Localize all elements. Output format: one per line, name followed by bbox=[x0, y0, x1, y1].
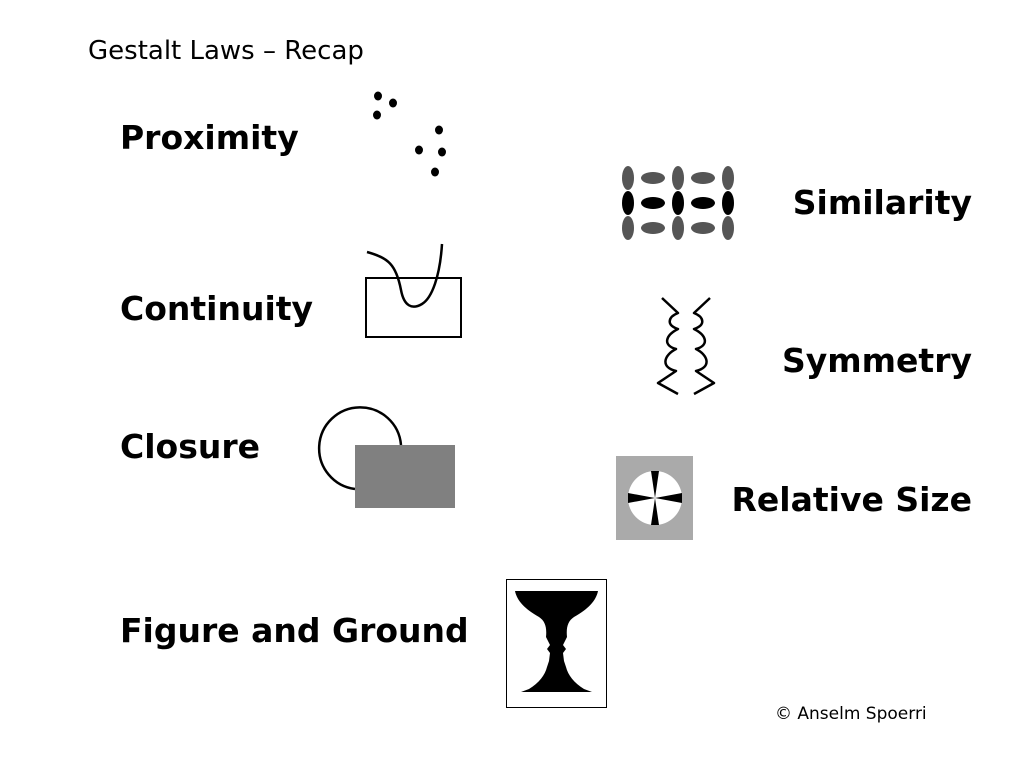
similarity-ellipse bbox=[672, 166, 684, 190]
proximity-dots-illustration bbox=[373, 91, 446, 177]
similarity-ellipse bbox=[722, 191, 734, 215]
slide-title: Gestalt Laws – Recap bbox=[88, 36, 364, 66]
proximity-dot bbox=[374, 91, 382, 101]
similarity-ellipse bbox=[672, 216, 684, 240]
relative-size-wedge bbox=[651, 498, 659, 525]
similarity-ellipse bbox=[622, 191, 634, 215]
law-continuity-label: Continuity bbox=[120, 289, 314, 328]
closure-circle-arc bbox=[317, 406, 403, 491]
law-figure-ground-label: Figure and Ground bbox=[120, 611, 469, 650]
proximity-dot bbox=[431, 167, 439, 177]
similarity-ellipse bbox=[722, 166, 734, 190]
continuity-curve bbox=[366, 243, 444, 308]
similarity-ellipse bbox=[622, 166, 634, 190]
relative-size-wedge bbox=[655, 493, 682, 503]
similarity-ellipse bbox=[722, 216, 734, 240]
law-symmetry-label: Symmetry bbox=[782, 341, 972, 380]
proximity-dot bbox=[389, 98, 397, 108]
closure-illustration bbox=[317, 406, 455, 508]
similarity-ellipse bbox=[691, 222, 715, 234]
similarity-ellipse bbox=[622, 216, 634, 240]
figure-ground-vase bbox=[515, 591, 598, 692]
continuity-curve-illustration bbox=[365, 243, 462, 338]
closure-gray-rectangle bbox=[355, 445, 455, 508]
relative-size-wedge bbox=[651, 471, 659, 498]
continuity-rectangle bbox=[365, 277, 462, 338]
proximity-dot bbox=[435, 125, 443, 135]
similarity-ellipse bbox=[672, 191, 684, 215]
relative-size-wedge bbox=[628, 493, 655, 503]
similarity-ellipse bbox=[641, 222, 665, 234]
proximity-dot bbox=[415, 145, 423, 155]
similarity-ellipse bbox=[641, 172, 665, 184]
proximity-dot bbox=[438, 147, 446, 157]
proximity-dot bbox=[373, 110, 381, 120]
symmetry-left-shape bbox=[656, 297, 680, 396]
symmetry-right-shape bbox=[692, 297, 716, 396]
law-closure-label: Closure bbox=[120, 427, 260, 466]
similarity-ellipse bbox=[641, 197, 665, 209]
symmetry-brackets-illustration bbox=[656, 297, 716, 396]
similarity-ellipse bbox=[691, 197, 715, 209]
figure-ground-vase-illustration bbox=[506, 579, 607, 708]
law-similarity-label: Similarity bbox=[792, 183, 972, 222]
relative-size-illustration bbox=[616, 456, 693, 540]
law-relative-size-label: Relative Size bbox=[731, 480, 972, 519]
copyright-notice: © Anselm Spoerri bbox=[775, 704, 927, 724]
similarity-ellipses-illustration bbox=[622, 166, 734, 240]
similarity-ellipse bbox=[691, 172, 715, 184]
law-proximity-label: Proximity bbox=[120, 118, 299, 157]
